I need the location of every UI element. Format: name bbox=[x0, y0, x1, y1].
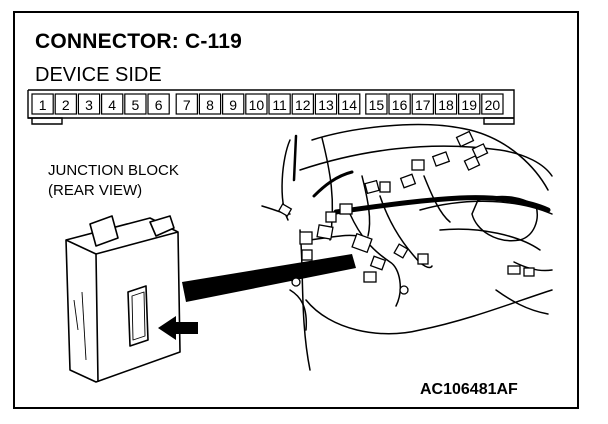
pin-number-1: 1 bbox=[39, 97, 47, 113]
junction-block-label: JUNCTION BLOCK bbox=[48, 162, 179, 179]
pin-number-6: 6 bbox=[155, 97, 163, 113]
connector-side-label: DEVICE SIDE bbox=[35, 64, 162, 86]
pin-cell-5 bbox=[124, 93, 147, 115]
pointer-arrow-block bbox=[158, 316, 198, 340]
pin-number-9: 9 bbox=[229, 97, 237, 113]
pin-number-18: 18 bbox=[438, 97, 454, 113]
pin-cell-2 bbox=[54, 93, 78, 115]
pin-number-5: 5 bbox=[132, 97, 140, 113]
pin-cell-9 bbox=[222, 93, 245, 115]
pin-number-3: 3 bbox=[85, 97, 93, 113]
junction-block-drawing bbox=[65, 215, 181, 383]
pin-number-4: 4 bbox=[108, 97, 116, 113]
pin-number-17: 17 bbox=[415, 97, 431, 113]
pin-cell-16 bbox=[388, 93, 411, 115]
pin-cell-6 bbox=[147, 93, 170, 115]
pin-number-11: 11 bbox=[272, 97, 287, 113]
pin-number-16: 16 bbox=[392, 97, 408, 113]
pin-cell-14 bbox=[338, 93, 361, 115]
pin-number-20: 20 bbox=[485, 97, 501, 113]
leader-wedge bbox=[182, 254, 356, 302]
pin-cell-3 bbox=[77, 93, 101, 115]
pin-number-8: 8 bbox=[206, 97, 214, 113]
pin-cell-17 bbox=[411, 93, 435, 115]
harness-drawing bbox=[261, 123, 553, 371]
pin-cell-19 bbox=[458, 93, 481, 115]
pin-cell-18 bbox=[434, 93, 458, 115]
pin-cell-10 bbox=[245, 93, 268, 115]
figure-code: AC106481AF bbox=[420, 381, 518, 398]
pin-cell-7 bbox=[175, 93, 198, 115]
pin-number-15: 15 bbox=[369, 97, 385, 113]
pin-cell-1 bbox=[31, 93, 54, 115]
harness-connectors bbox=[277, 130, 535, 295]
pin-number-7: 7 bbox=[183, 97, 191, 113]
pin-cell-12 bbox=[291, 93, 315, 115]
pin-number-13: 13 bbox=[318, 97, 334, 113]
pin-cell-20 bbox=[481, 93, 504, 115]
junction-block-view-label: (REAR VIEW) bbox=[48, 182, 143, 199]
pin-number-14: 14 bbox=[341, 97, 357, 113]
connector-title: CONNECTOR: C-119 bbox=[35, 30, 243, 53]
pin-cell-4 bbox=[100, 93, 124, 115]
pin-cell-15 bbox=[365, 93, 388, 115]
pin-cell-11 bbox=[268, 93, 291, 115]
pin-number-10: 10 bbox=[249, 97, 265, 113]
main-harness bbox=[312, 170, 551, 215]
pin-number-19: 19 bbox=[461, 97, 477, 113]
pin-number-2: 2 bbox=[62, 97, 70, 113]
connector-face bbox=[27, 89, 515, 125]
pin-cell-8 bbox=[198, 93, 222, 115]
pin-number-12: 12 bbox=[295, 97, 311, 113]
pin-cell-13 bbox=[314, 93, 338, 115]
